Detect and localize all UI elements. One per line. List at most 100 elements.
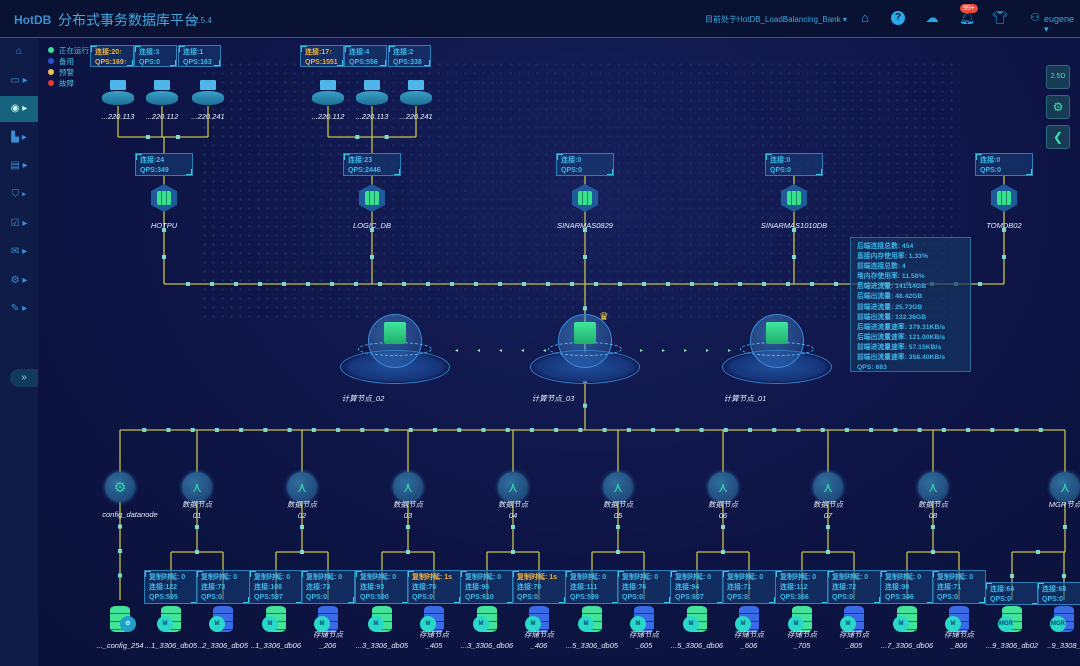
connector-node <box>370 228 374 232</box>
connector-node <box>498 282 502 286</box>
sidebar-item-security[interactable]: ⛉ ▸ <box>0 182 38 208</box>
sidebar-expand-button[interactable]: » <box>10 369 38 387</box>
sidebar-item-settings[interactable]: ⚙ ▸ <box>0 268 38 294</box>
client-host-icon[interactable] <box>356 80 388 106</box>
sidebar-item-topology[interactable]: ◉ ▸ <box>0 96 38 123</box>
storage-node-db-icon[interactable]: M <box>368 606 394 636</box>
tooltip-line: 前端进流量速率: 57.15KB/s <box>857 343 942 351</box>
client-ip-label: ...220.113 <box>101 112 135 121</box>
connector-node <box>583 255 587 259</box>
storage-node-db-icon[interactable]: M <box>314 606 340 636</box>
replication-delay: 复制时延: 0 <box>149 574 186 581</box>
storage-node-db-icon[interactable]: ⚙ <box>108 606 136 636</box>
home-icon[interactable]: ⌂ <box>861 10 869 25</box>
sidebar-item-database[interactable]: ▤ ▸ <box>0 153 38 179</box>
master-badge-icon: M <box>262 616 278 632</box>
connector-node <box>287 428 292 432</box>
data-node[interactable]: ⋏ <box>182 472 212 502</box>
data-node[interactable]: ⋏ <box>708 472 738 502</box>
bell-icon[interactable]: 🔔︎ <box>959 10 976 25</box>
data-node[interactable]: ⋏ <box>1050 472 1080 502</box>
data-node-name: 数据节点 <box>603 500 633 509</box>
storage-node-db-icon[interactable]: M <box>945 606 971 636</box>
user-menu[interactable]: eugene ▾ <box>1044 14 1075 34</box>
sidebar-item-message[interactable]: ✉ ▸ <box>0 239 38 265</box>
client-host-icon[interactable] <box>192 80 224 106</box>
client-host-icon[interactable] <box>400 80 432 106</box>
connector-node <box>1063 525 1067 529</box>
help-icon[interactable]: ? <box>891 11 905 25</box>
logic-db-cube-icon[interactable] <box>359 184 385 212</box>
connector-node <box>195 525 199 529</box>
data-node-name: 数据节点 <box>287 500 317 509</box>
storage-node-db-icon[interactable]: M <box>683 606 709 636</box>
sidebar-item-task[interactable]: ☑ ▸ <box>0 211 38 237</box>
connector-node <box>721 525 725 529</box>
connector-node <box>834 282 838 286</box>
connector-node <box>583 306 587 311</box>
storage-node-db-icon[interactable]: M <box>578 606 604 636</box>
sidebar-item-tools[interactable]: ✎ ▸ <box>0 296 38 322</box>
client-host-icon[interactable] <box>146 80 178 106</box>
storage-node-db-icon[interactable]: M <box>893 606 919 636</box>
storage-node-db-icon[interactable]: M <box>473 606 499 636</box>
data-node[interactable]: ⚙ <box>105 472 135 502</box>
connector-node <box>426 282 430 286</box>
client-host-icon[interactable] <box>102 80 134 106</box>
storage-node-db-icon[interactable]: M <box>735 606 761 636</box>
collapse-panel-button[interactable]: ❮ <box>1046 125 1070 149</box>
data-node[interactable]: ⋏ <box>393 472 423 502</box>
connection-count: 连接:93 <box>360 584 385 591</box>
data-node[interactable]: ⋏ <box>813 472 843 502</box>
cluster-selector[interactable]: 目前处于HotDB_LoadBalancing_Bank ▾ <box>705 15 847 24</box>
sidebar-item-monitor[interactable]: ▭ ▸ <box>0 68 38 94</box>
cloud-upload-icon[interactable]: ☁ <box>925 10 939 25</box>
settings-button[interactable]: ⚙ <box>1046 95 1070 119</box>
connector-node <box>546 282 550 286</box>
replication-delay: 复制时延: 0 <box>937 574 974 581</box>
qps-value: QPS:0 <box>622 594 644 601</box>
sidebar-item-home[interactable]: ⌂ <box>0 39 38 65</box>
connector-node <box>721 550 725 554</box>
theme-shirt-icon[interactable]: 👕︎ <box>992 10 1009 25</box>
host-base <box>400 91 432 105</box>
connector-node <box>616 525 620 529</box>
data-node[interactable]: ⋏ <box>287 472 317 502</box>
data-node[interactable]: ⋏ <box>603 472 633 502</box>
storage-node-db-icon[interactable]: M <box>157 606 183 636</box>
monitor-icon: ▭ ▸ <box>10 74 28 86</box>
compute-node[interactable] <box>530 308 640 388</box>
storage-node-type: 存储节点 <box>419 630 449 639</box>
monitor-icon <box>110 80 126 90</box>
compute-node[interactable] <box>722 308 832 388</box>
storage-node-db-icon[interactable]: MGR <box>998 606 1024 636</box>
storage-node-db-icon[interactable]: M <box>420 606 446 636</box>
compute-node[interactable] <box>340 308 450 388</box>
connection-count: 连接:2 <box>393 49 414 56</box>
view-2-5d-button[interactable]: 2.5D <box>1046 65 1070 89</box>
qps-value: QPS:163 <box>183 59 212 66</box>
storage-node-db-icon[interactable]: MGR <box>1050 606 1076 636</box>
storage-node-db-icon[interactable]: M <box>209 606 235 636</box>
connector-node <box>941 428 946 432</box>
sidebar-item-chart[interactable]: ▙ ▸ <box>0 125 38 151</box>
logic-db-cube-icon[interactable] <box>151 184 177 212</box>
replication-delay: 复制时延: 0 <box>675 574 712 581</box>
storage-node-db-icon[interactable]: M <box>840 606 866 636</box>
master-badge-icon: MGR <box>1050 616 1066 632</box>
data-node[interactable]: ⋏ <box>498 472 528 502</box>
connector-node <box>162 255 166 259</box>
data-node[interactable]: ⋏ <box>918 472 948 502</box>
storage-node-db-icon[interactable]: M <box>525 606 551 636</box>
storage-node-db-icon[interactable]: M <box>788 606 814 636</box>
qps-value: QPS:0 <box>990 596 1012 603</box>
data-node-name: 数据节点 <box>708 500 738 509</box>
client-host-icon[interactable] <box>312 80 344 106</box>
storage-node-db-icon[interactable]: M <box>262 606 288 636</box>
replication-delay: 复制时延: 0 <box>570 574 607 581</box>
storage-node-db-icon[interactable]: M <box>630 606 656 636</box>
tooltip-line: 后端进流量速率: 379.31KB/s <box>857 323 946 331</box>
